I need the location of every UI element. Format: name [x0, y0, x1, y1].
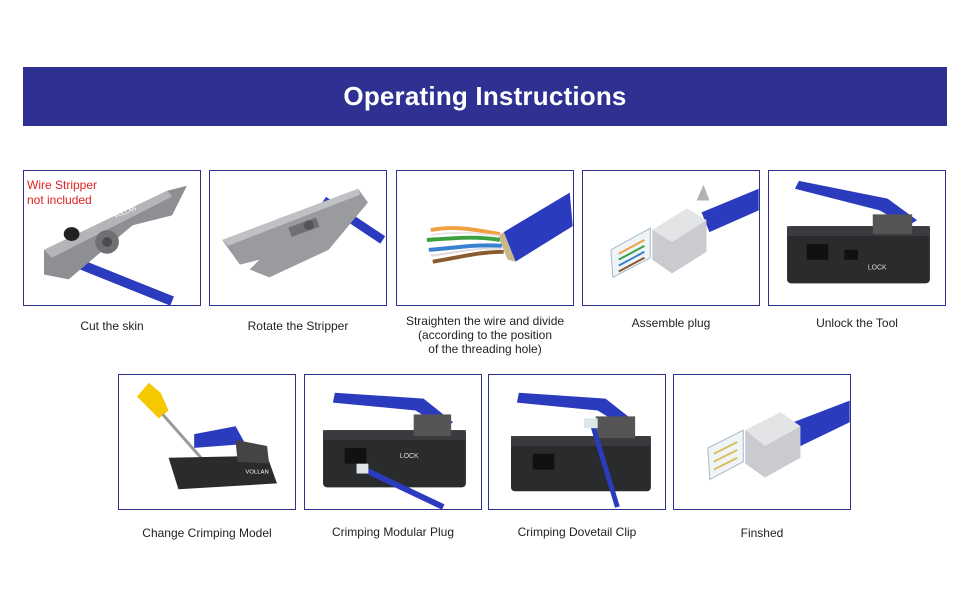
- note-line-2: not included: [27, 193, 92, 207]
- rj45-plug-assembly-icon: [610, 184, 759, 279]
- tool-lock-label: LOCK: [868, 265, 887, 272]
- step-6-panel: VOLLAN: [118, 374, 296, 510]
- tool-brand: VOLLAN: [245, 470, 268, 476]
- step-1-caption: Cut the skin: [80, 319, 144, 333]
- step-3-caption-line-1: Straighten the wire and divide: [405, 314, 565, 328]
- step-9-panel: [673, 374, 851, 510]
- wire-stripper-rotate-icon: [222, 188, 386, 278]
- cable-wires-icon: [426, 192, 573, 264]
- note-line-1: Wire Stripper: [27, 178, 98, 192]
- crimping-tool-icon: LOCK: [787, 180, 930, 284]
- step-2-caption: Rotate the Stripper: [247, 319, 349, 333]
- step-1-panel: VOLLAN Wire Stripper not included: [23, 170, 201, 306]
- step-3-panel: [396, 170, 574, 306]
- step-5-panel: LOCK: [768, 170, 946, 306]
- step-8-caption: Crimping Dovetail Clip: [517, 525, 637, 539]
- finished-plug-icon: [707, 400, 850, 481]
- step-5-caption: Unlock the Tool: [816, 316, 898, 330]
- crimping-tool-plug-icon: LOCK: [323, 392, 466, 509]
- wire-stripper-cut-icon: VOLLAN: [44, 185, 187, 305]
- page-title: Operating Instructions: [343, 81, 627, 111]
- step-8-panel: [488, 374, 666, 510]
- step-7-panel: LOCK: [304, 374, 482, 510]
- step-3-caption: Straighten the wire and divide (accordin…: [396, 314, 574, 356]
- crimping-tool-clip-icon: [510, 392, 651, 508]
- step-6-caption: Change Crimping Model: [142, 526, 272, 540]
- step-2-panel: [209, 170, 387, 306]
- step-9-caption: Finshed: [740, 526, 784, 540]
- title-banner: Operating Instructions: [23, 67, 947, 126]
- step-4-panel: [582, 170, 760, 306]
- note-text: Wire Stripper not included: [27, 178, 127, 208]
- step-3-caption-line-3: of the threading hole): [428, 342, 542, 356]
- step-3-caption-line-2: (according to the position: [417, 328, 553, 342]
- tool-lock-label: LOCK: [400, 453, 419, 460]
- step-7-caption: Crimping Modular Plug: [331, 525, 455, 539]
- step-4-caption: Assemble plug: [631, 316, 711, 330]
- screwdriver-tool-icon: VOLLAN: [137, 382, 277, 490]
